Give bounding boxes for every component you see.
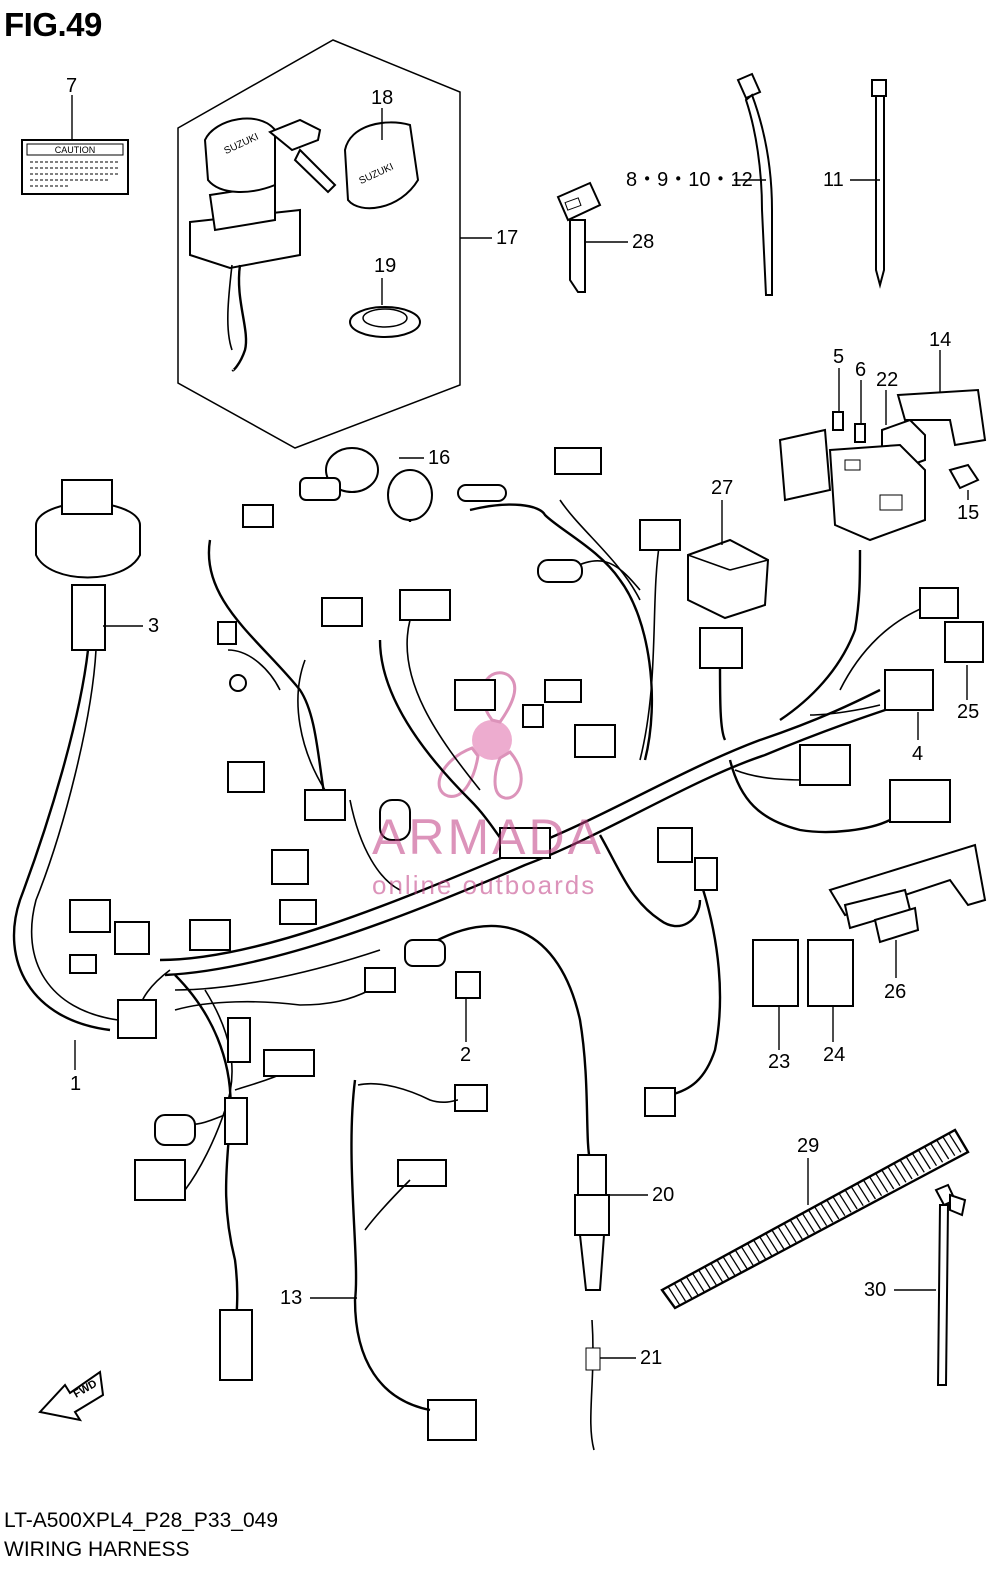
callout-27: 27 — [711, 477, 734, 499]
callout-11: 11 — [823, 169, 844, 191]
diagram-name: WIRING HARNESS — [4, 1538, 190, 1561]
cable-tie-part-30 — [934, 1183, 967, 1386]
callout-16: 16 — [428, 447, 451, 469]
watermark-subtitle: online outboards — [372, 870, 597, 900]
fwd-direction-arrow: FWD — [38, 1370, 105, 1422]
callout-1: 1 — [70, 1073, 82, 1095]
callout-3: 3 — [148, 615, 160, 637]
harness-connectors — [69, 447, 984, 1441]
callout-19: 19 — [374, 255, 397, 277]
callout-29: 29 — [797, 1135, 820, 1157]
callout-13: 13 — [280, 1287, 303, 1309]
callout-leader-lines — [71, 95, 969, 1359]
main-connector-part-3 — [35, 479, 141, 651]
callout-18: 18 — [371, 87, 394, 109]
sub-harness-part-13 — [350, 1079, 459, 1412]
oxygen-sensor-part-20 — [574, 1154, 610, 1291]
callout-8-9-10-12: 8・9・10・12 — [626, 169, 753, 191]
watermark-name: ARMADA — [372, 809, 604, 865]
callout-17: 17 — [496, 227, 519, 249]
callout-25: 25 — [957, 701, 980, 723]
callout-6: 6 — [855, 359, 867, 381]
callout-28: 28 — [632, 231, 655, 253]
callout-5: 5 — [833, 346, 845, 368]
callout-14: 14 — [929, 329, 952, 351]
ignition-switch-assembly-part-17: SUZUKI SUZUKI — [177, 39, 461, 449]
bracket-part-26 — [828, 843, 987, 944]
callout-15: 15 — [957, 502, 980, 524]
cable-tie-parts-8-9-10-12 — [736, 72, 773, 296]
main-harness-part-1 — [12, 499, 931, 1336]
spring-clip-part-21 — [585, 1319, 601, 1451]
relay-part-27 — [687, 538, 770, 620]
callout-23: 23 — [768, 1051, 791, 1073]
callout-22: 22 — [876, 369, 899, 391]
fuses-relay-bracket-group — [778, 388, 987, 542]
caution-label-text: CAUTION — [55, 145, 96, 155]
caution-label-part-7: CAUTION — [21, 139, 129, 195]
corrugated-tube-part-29 — [660, 1128, 970, 1310]
callout-26: 26 — [884, 981, 907, 1003]
watermark-propeller-logo — [437, 671, 523, 800]
callout-4: 4 — [912, 743, 924, 765]
model-code: LT-A500XPL4_P28_P33_049 — [4, 1509, 279, 1532]
callout-20: 20 — [652, 1184, 675, 1206]
callout-24: 24 — [823, 1044, 846, 1066]
callout-2: 2 — [460, 1044, 472, 1066]
key-part-28 — [556, 181, 602, 293]
callout-7: 7 — [66, 75, 78, 97]
accessory-socket-part-16 — [299, 447, 433, 522]
cable-tie-part-11 — [871, 79, 887, 289]
callout-21: 21 — [640, 1347, 663, 1369]
figure-title: FIG.49 — [4, 6, 102, 43]
callout-30: 30 — [864, 1279, 887, 1301]
